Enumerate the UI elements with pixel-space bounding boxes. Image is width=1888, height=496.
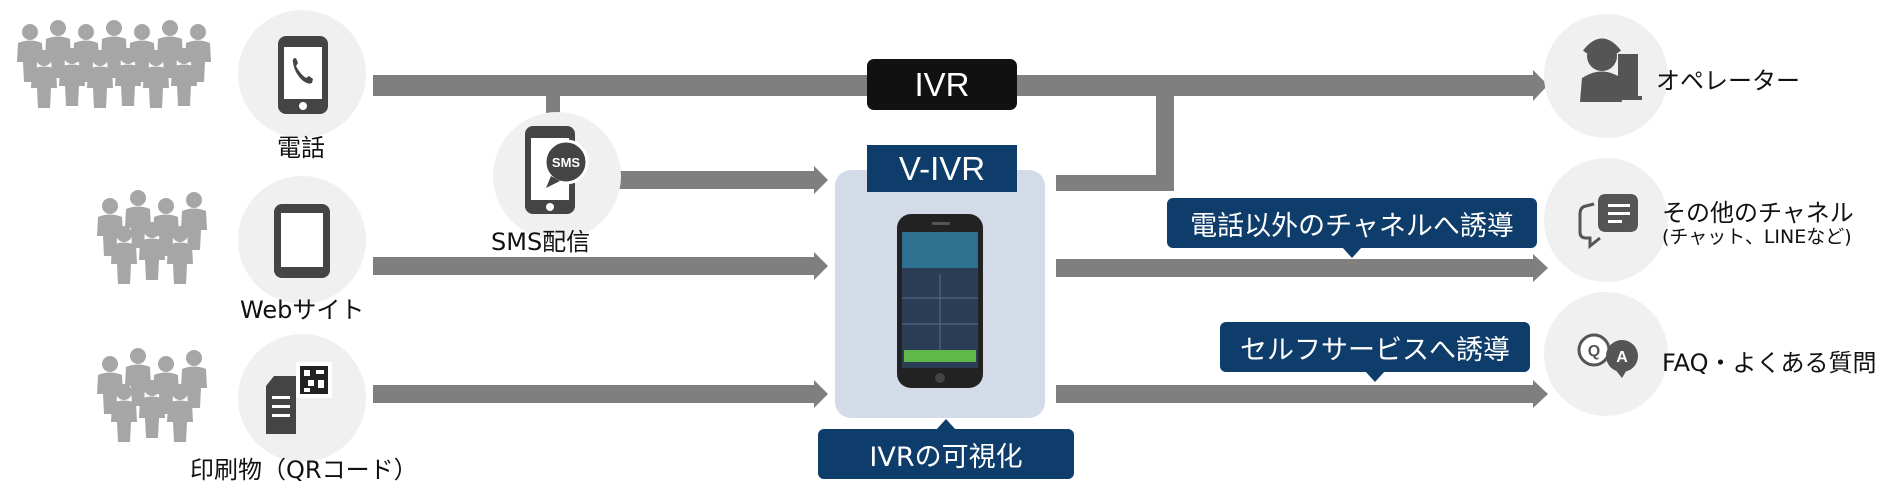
line-vivr-channel [1056, 259, 1533, 277]
arrow-channel [1533, 254, 1548, 282]
operator-icon [1580, 38, 1642, 102]
phone-label: 電話 [277, 134, 325, 162]
chat-icon [1578, 194, 1638, 250]
qa-icon [1577, 333, 1638, 378]
ivr-visualize-label: IVRの可視化 [818, 419, 1074, 479]
arrow-faq [1533, 380, 1548, 408]
crowd-print-icon [97, 348, 207, 442]
crowd-phone-icon [17, 20, 211, 108]
tablet-icon [274, 204, 330, 278]
qa-q-letter: Q [1588, 343, 1600, 360]
web-label: Webサイト [240, 296, 365, 324]
arrow-sms [814, 166, 828, 194]
qa-a-letter: A [1616, 349, 1628, 366]
phone-icon [278, 36, 328, 114]
print-label: 印刷物（QRコード） [190, 456, 418, 484]
vivr-title: V-IVR [867, 145, 1017, 192]
faq-label: FAQ・よくある質問 [1662, 349, 1877, 377]
line-print-vivr [373, 385, 814, 403]
arrow-web [814, 252, 828, 280]
flow-lines [373, 70, 1548, 408]
other-channels-label: その他のチャネル [1662, 199, 1854, 227]
ivr-box: IVR [867, 59, 1017, 110]
operator-label: オペレーター [1656, 67, 1800, 95]
line-sms-vivr [616, 171, 814, 189]
arrow-operator [1533, 70, 1548, 101]
guide-self-service-label: セルフサービスへ誘導 [1220, 322, 1530, 382]
crowd-web-icon [97, 190, 207, 284]
vivr-label: V-IVR [898, 149, 986, 187]
printed-qr-icon [266, 362, 332, 434]
other-channels-sub: (チャット、LINEなど) [1662, 226, 1852, 248]
ivr-label: IVR [914, 65, 970, 103]
sms-icon-text: SMS [552, 155, 581, 170]
sms-label: SMS配信 [491, 228, 591, 256]
smartphone-screen-image [897, 214, 983, 388]
arrow-print [814, 380, 828, 408]
line-vivr-operator-vert [1156, 85, 1174, 191]
guide-other-channel-label: 電話以外のチャネルへ誘導 [1167, 198, 1537, 258]
line-web-vivr [373, 257, 814, 275]
line-vivr-faq [1056, 385, 1533, 403]
line-vivr-operator-horiz [1056, 175, 1174, 191]
sms-phone-icon [525, 126, 589, 214]
